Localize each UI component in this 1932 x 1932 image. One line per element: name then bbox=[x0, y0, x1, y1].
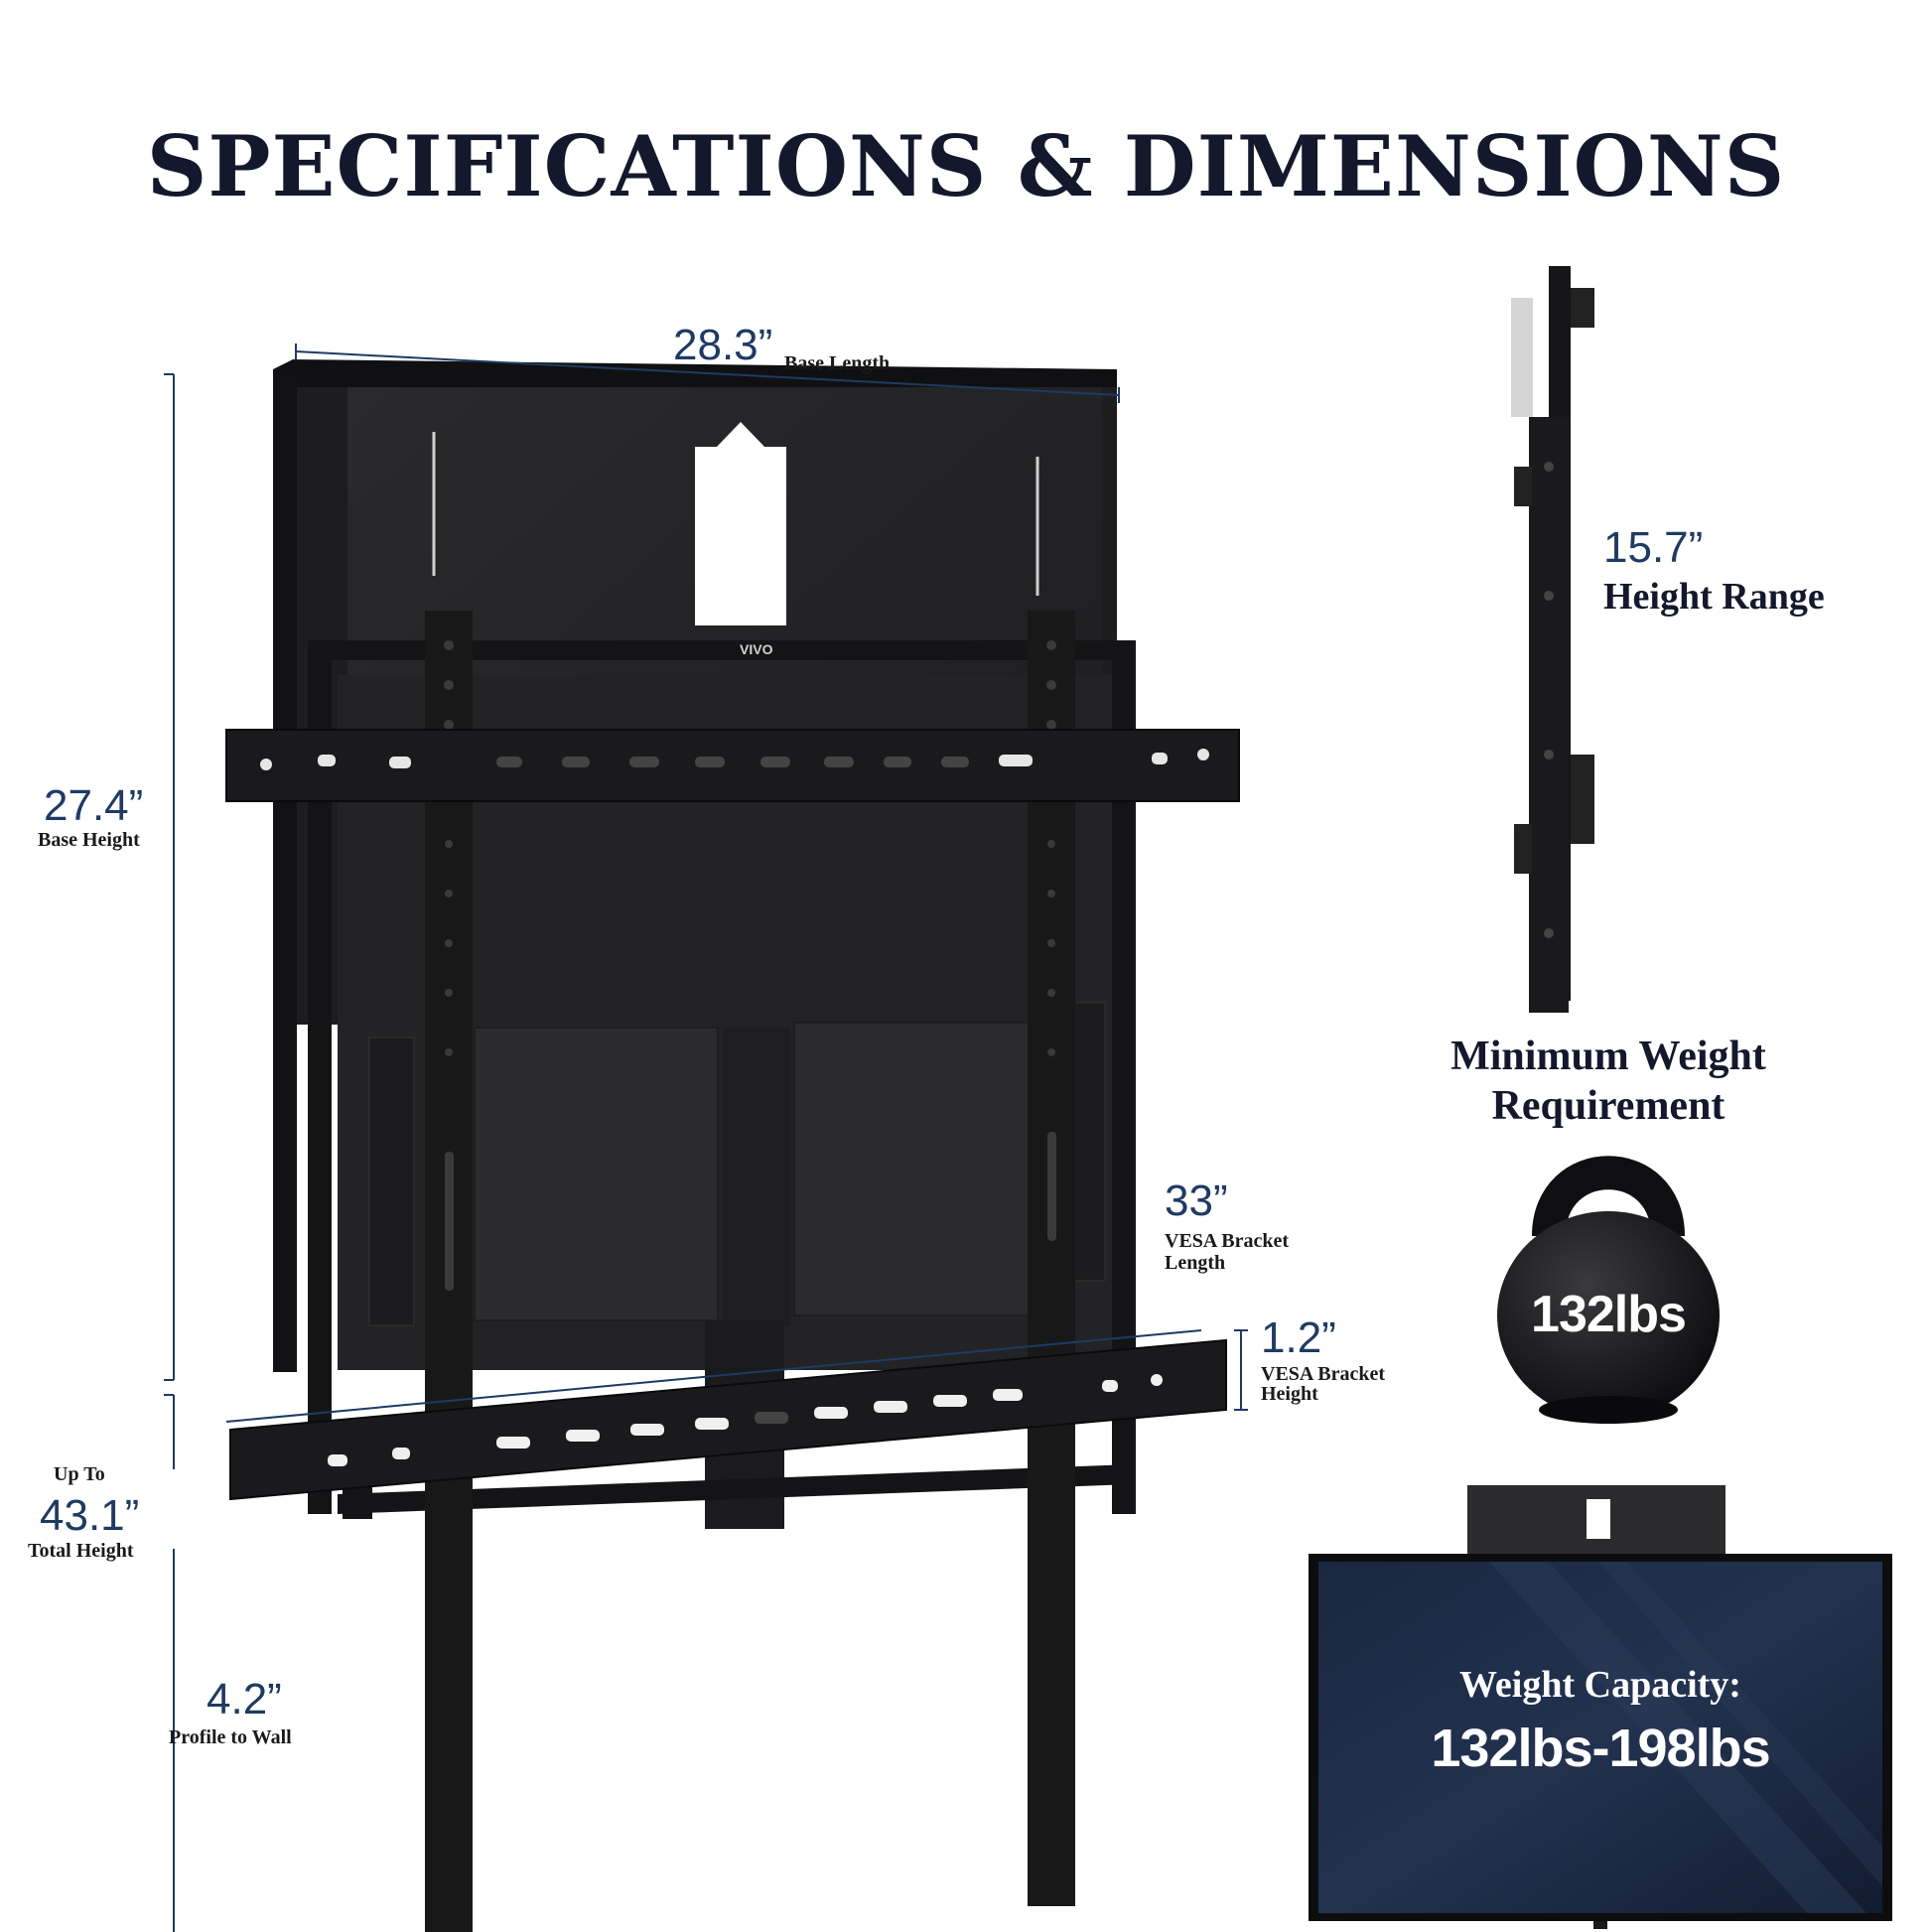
base-length-value: 28.3” bbox=[673, 321, 773, 369]
vesa-height-value: 1.2” bbox=[1261, 1313, 1336, 1362]
vertical-rails bbox=[425, 611, 1075, 1932]
height-range-label: Height Range bbox=[1603, 576, 1825, 618]
side-profile bbox=[1511, 266, 1594, 1013]
kettlebell-label: 132lbs bbox=[1531, 1286, 1687, 1343]
tv-illustration bbox=[1309, 1485, 1892, 1929]
vesa-height-label-1: VESA Bracket bbox=[1261, 1363, 1385, 1385]
profile-value: 4.2” bbox=[207, 1675, 282, 1724]
min-weight-heading-2: Requirement bbox=[1491, 1083, 1725, 1129]
min-weight-heading-1: Minimum Weight bbox=[1450, 1034, 1766, 1079]
total-height-value: 43.1” bbox=[40, 1491, 140, 1540]
capacity-label: Weight Capacity: bbox=[1459, 1664, 1741, 1706]
total-height-label: Total Height bbox=[28, 1540, 134, 1562]
vesa-bracket-top bbox=[225, 729, 1240, 802]
vesa-length-label-2: Length bbox=[1165, 1252, 1226, 1274]
kettlebell-icon bbox=[1497, 1156, 1720, 1424]
profile-label: Profile to Wall bbox=[169, 1726, 292, 1748]
base-height-value: 27.4” bbox=[44, 781, 144, 830]
capacity-value: 132lbs-198lbs bbox=[1431, 1719, 1770, 1778]
vesa-length-label-1: VESA Bracket bbox=[1165, 1230, 1289, 1252]
base-length-label: Base Length bbox=[784, 352, 891, 374]
height-range-value: 15.7” bbox=[1603, 523, 1704, 572]
total-height-prefix: Up To bbox=[54, 1463, 105, 1485]
page-title: SPECIFICATIONS & DIMENSIONS bbox=[146, 117, 1786, 215]
brand-logo: VIVO bbox=[740, 641, 773, 657]
base-height-label: Base Height bbox=[38, 829, 140, 851]
vesa-height-label-2: Height bbox=[1261, 1383, 1318, 1405]
vesa-bracket-bottom bbox=[229, 1338, 1227, 1501]
dimension-lines bbox=[164, 344, 1248, 1932]
vesa-length-value: 33” bbox=[1165, 1176, 1228, 1225]
